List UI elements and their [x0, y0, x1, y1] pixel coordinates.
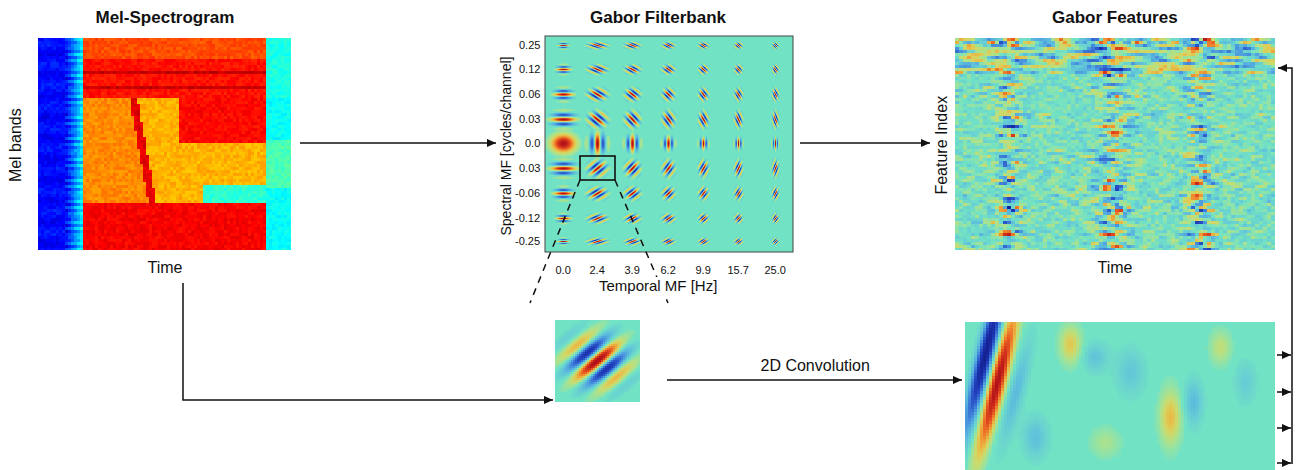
diagram-stage: Mel-SpectrogramMel bandsTimeGabor Filter…	[0, 0, 1299, 470]
